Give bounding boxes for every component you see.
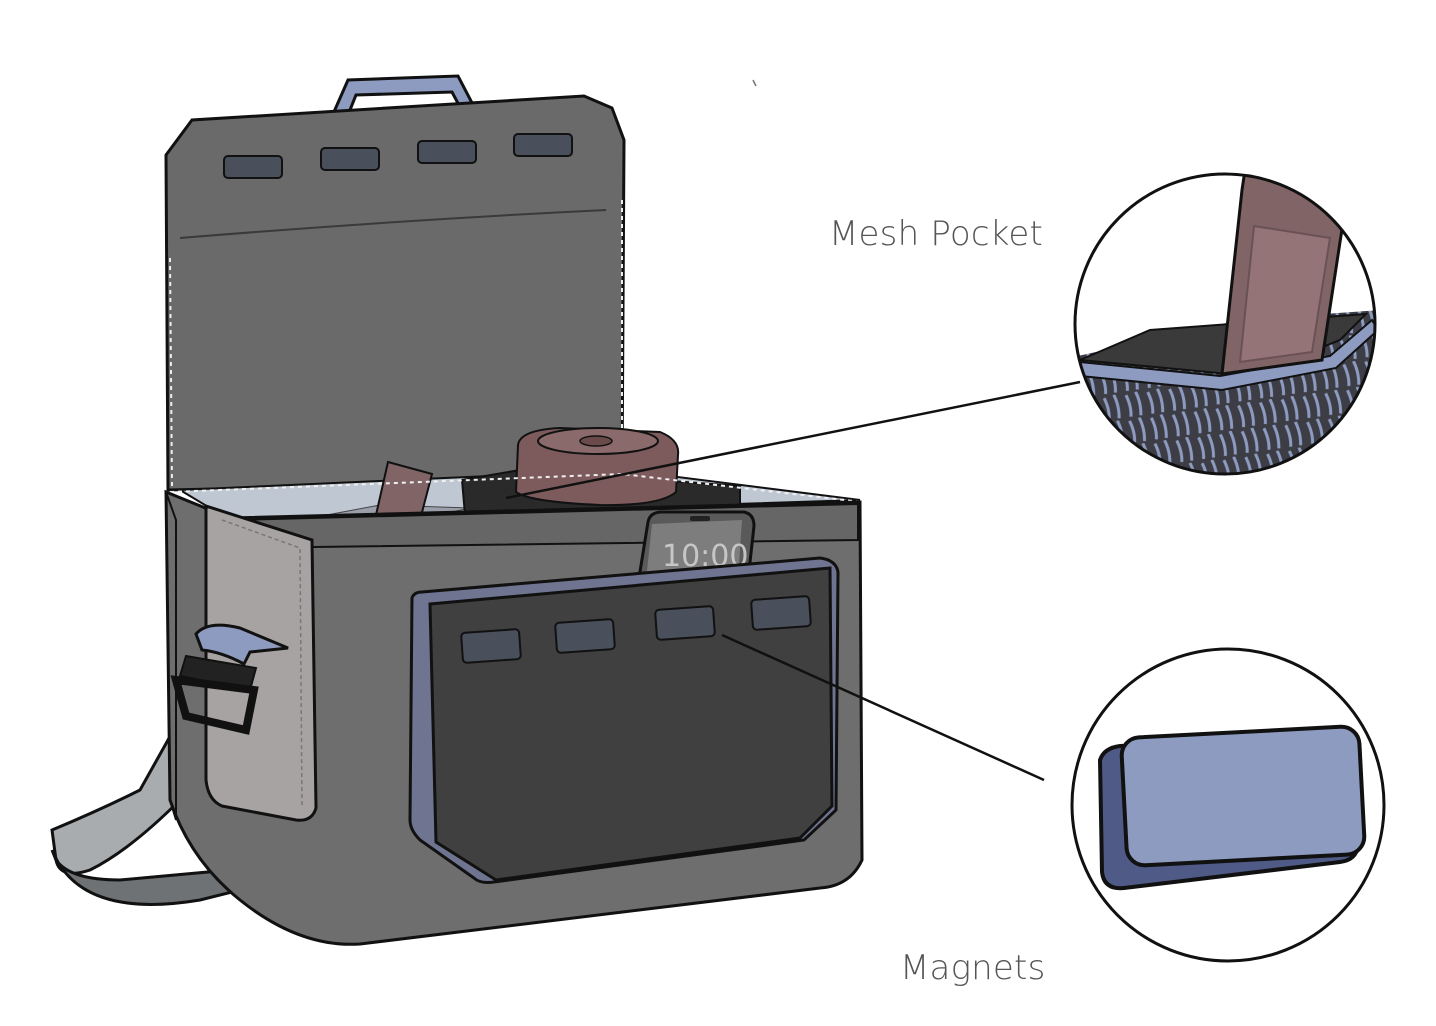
side-panel <box>204 503 318 822</box>
magnet-face <box>1119 724 1367 868</box>
magnets-label: Magnets <box>900 948 1046 988</box>
lid-magnet-1 <box>223 155 283 179</box>
lid-magnet-2 <box>320 147 380 171</box>
lid <box>164 94 626 492</box>
pocket-magnet-2 <box>554 618 616 654</box>
pocket-magnet-3 <box>654 605 716 641</box>
strap-buckle <box>170 623 289 735</box>
pocket-magnet-1 <box>460 628 522 664</box>
mesh-pocket-leader <box>505 380 1081 500</box>
magnet-detail <box>1070 647 1386 963</box>
phone: 10:00 <box>636 510 756 586</box>
mesh-pocket-label: Mesh Pocket <box>829 214 1044 254</box>
magnets-leader <box>721 633 1045 782</box>
mesh-pocket-detail <box>1073 172 1377 476</box>
pocket-magnet-4 <box>750 595 812 631</box>
lid-magnet-3 <box>417 140 477 164</box>
can <box>514 426 680 507</box>
front-pocket <box>408 556 840 884</box>
lid-magnet-4 <box>513 133 573 157</box>
